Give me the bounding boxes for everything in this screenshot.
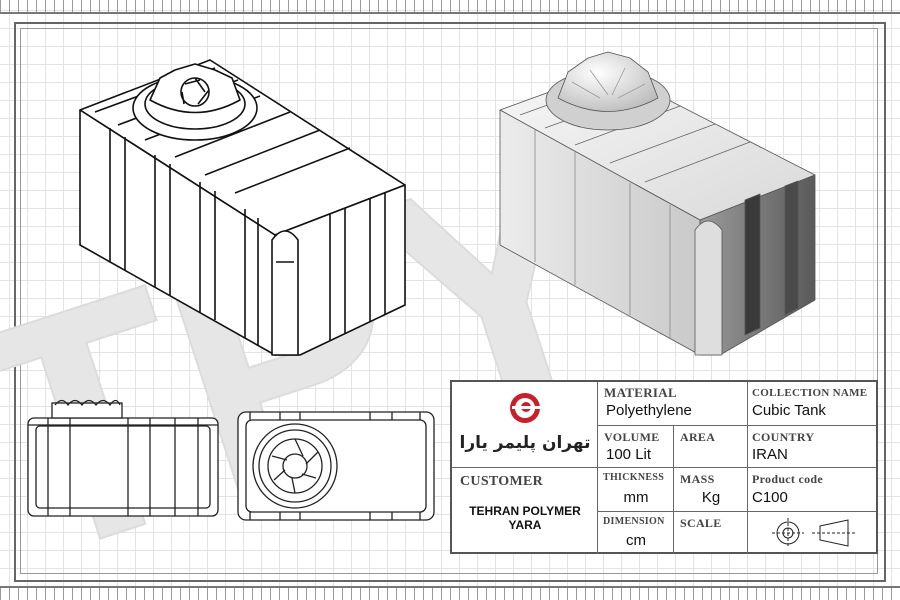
dimension-value: cm: [626, 532, 646, 549]
company-logo: تهران پلیمر یارا: [460, 393, 591, 453]
bottom-ruler: [0, 586, 900, 600]
mass-cell: MASS Kg: [674, 468, 748, 512]
area-cell: AREA: [674, 426, 748, 468]
product-code-value: C100: [752, 489, 788, 506]
mass-value: Kg: [701, 489, 721, 506]
thickness-cell: THICKNESS mm: [598, 468, 674, 512]
logo-cell: تهران پلیمر یارا: [452, 382, 598, 468]
material-value: Polyethylene: [606, 402, 692, 419]
thickness-label: THICKNESS: [603, 472, 665, 483]
material-cell: MATERIAL Polyethylene: [598, 382, 748, 426]
area-label: AREA: [680, 430, 716, 444]
customer-cell: CUSTOMER TEHRAN POLYMER YARA: [452, 468, 598, 554]
customer-value: TEHRAN POLYMER YARA: [452, 504, 598, 532]
projection-cell: [748, 512, 876, 554]
dimension-label: DIMENSION: [603, 516, 665, 527]
sheet-border: [14, 22, 886, 582]
collection-value: Cubic Tank: [752, 402, 826, 419]
customer-label: CUSTOMER: [460, 474, 544, 489]
dimension-cell: DIMENSION cm: [598, 512, 674, 554]
customer-value-line2: YARA: [508, 518, 542, 532]
first-angle-projection-icon: [772, 518, 856, 548]
material-label: MATERIAL: [604, 385, 677, 400]
product-code-cell: Product code C100: [748, 468, 876, 512]
volume-label: VOLUME: [604, 430, 660, 444]
volume-cell: VOLUME 100 Lit: [598, 426, 674, 468]
thickness-value: mm: [623, 489, 649, 506]
scale-cell: SCALE: [674, 512, 748, 554]
sheet-inner-border: [20, 28, 878, 574]
title-block: تهران پلیمر یارا CUSTOMER TEHRAN POLYMER…: [450, 380, 878, 554]
scale-label: SCALE: [680, 516, 722, 530]
country-label: COUNTRY: [752, 430, 815, 444]
mass-label: MASS: [680, 472, 715, 486]
country-value: IRAN: [752, 446, 788, 463]
product-code-label: Product code: [752, 472, 824, 486]
country-cell: COUNTRY IRAN: [748, 426, 876, 468]
logo-brand-text: تهران پلیمر یارا: [460, 433, 591, 453]
top-ruler: [0, 0, 900, 14]
volume-value: 100 Lit: [606, 446, 652, 463]
collection-cell: COLLECTION NAME Cubic Tank: [748, 382, 876, 426]
collection-label: COLLECTION NAME: [752, 387, 868, 399]
customer-value-line1: TEHRAN POLYMER: [469, 504, 581, 518]
